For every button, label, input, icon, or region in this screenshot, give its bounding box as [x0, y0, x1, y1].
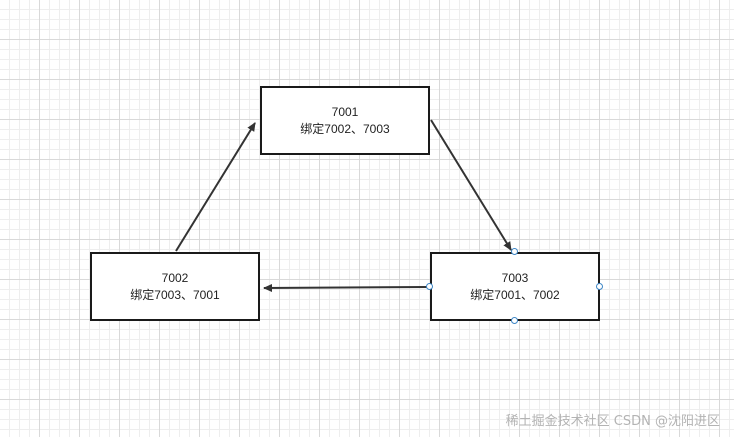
node-7003-title: 7003 — [501, 270, 529, 285]
edge-7001-to-7003[interactable] — [430, 119, 512, 251]
connection-handle-bottom[interactable] — [511, 317, 518, 324]
node-7003[interactable]: 7003 绑定7001、7002 — [430, 252, 600, 321]
edge-7002-to-7001[interactable] — [175, 122, 256, 252]
connection-handle-top[interactable] — [511, 248, 518, 255]
node-7002[interactable]: 7002 绑定7003、7001 — [90, 252, 260, 321]
connection-handle-right[interactable] — [596, 283, 603, 290]
node-7002-label: 绑定7003、7001 — [130, 287, 220, 302]
node-7003-label: 绑定7001、7002 — [470, 287, 560, 302]
node-7001-label: 绑定7002、7003 — [300, 121, 390, 136]
node-7001[interactable]: 7001 绑定7002、7003 — [260, 86, 430, 155]
node-7001-title: 7001 — [331, 104, 359, 119]
node-7002-title: 7002 — [161, 270, 189, 285]
connection-handle-left[interactable] — [426, 283, 433, 290]
edge-7003-to-7002[interactable] — [263, 283, 430, 292]
watermark: 稀土掘金技术社区 CSDN @沈阳进区 — [505, 414, 720, 429]
